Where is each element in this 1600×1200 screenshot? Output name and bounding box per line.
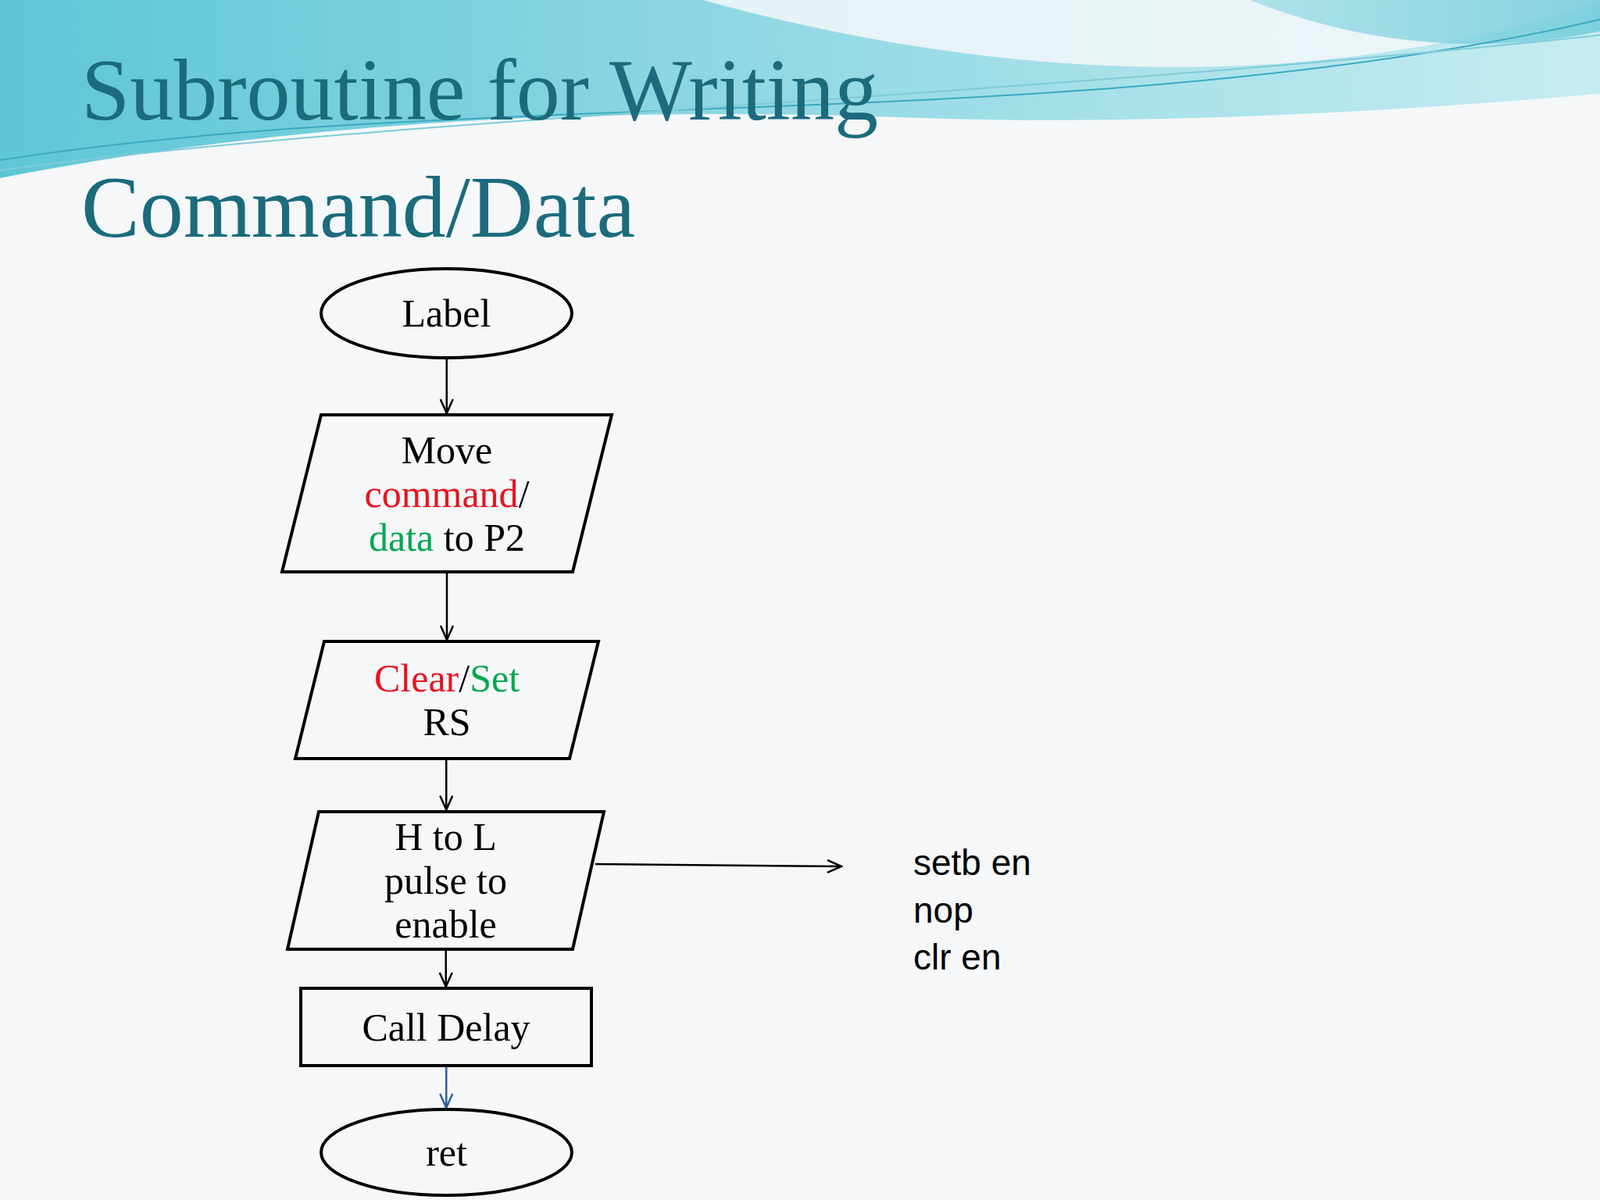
node-text-box: Movecommand/datato P2 (327, 413, 567, 574)
node-label: data (368, 515, 434, 560)
leader-arrow (595, 864, 842, 867)
code-line: setb en (913, 839, 1032, 886)
node-label: / (518, 471, 530, 516)
text-line: Clear/Set (374, 656, 520, 700)
flow-arrow (446, 573, 449, 640)
text-line: ret (425, 1130, 468, 1175)
code-line: nop (913, 886, 974, 934)
flow-arrow (445, 760, 448, 811)
node-label: H to L pulse to enable (384, 814, 508, 947)
text-line: datato P2 (364, 515, 529, 560)
node-label: command (364, 471, 518, 516)
ellipse-outline (321, 268, 572, 358)
wave-strip (1250, 0, 1600, 44)
node-text: Clear/SetRS (374, 656, 520, 744)
flow-arrow (445, 950, 448, 988)
node-text: Movecommand/datato P2 (364, 428, 529, 560)
terminal-ellipse: Label (319, 267, 574, 360)
node-label: Move (401, 428, 493, 472)
io-parallelogram: Movecommand/datato P2 (280, 413, 614, 574)
parallelogram-outline (282, 414, 612, 572)
text-line: Move (364, 428, 529, 472)
text-line: H to L pulse to enable (364, 814, 529, 947)
node-label: / (458, 656, 470, 700)
io-parallelogram: Clear/SetRS (293, 639, 600, 761)
node-label: Set (469, 656, 520, 700)
node-text-box: Call Delay (311, 986, 581, 1068)
io-parallelogram: H to L pulse to enable (285, 810, 606, 951)
node-text-box: Clear/SetRS (331, 639, 563, 761)
text-line: Label (402, 291, 492, 336)
code-line: clr en (913, 933, 1001, 981)
node-label: to P2 (443, 515, 525, 560)
rect-outline (300, 988, 592, 1066)
node-label: ret (425, 1130, 468, 1175)
parallelogram-outline (295, 641, 599, 759)
text-line: Call Delay (361, 1005, 530, 1050)
flow-arrow (445, 1067, 448, 1108)
node-label: Label (402, 291, 492, 336)
node-label: Call Delay (361, 1005, 530, 1050)
ellipse-outline (321, 1109, 572, 1196)
node-label: RS (422, 700, 471, 744)
parallelogram-outline (287, 811, 604, 950)
slide-title: Subroutine for Writing Command/Data (81, 31, 1066, 266)
text-line: command/ (364, 471, 529, 516)
node-text: H to L pulse to enable (364, 814, 529, 947)
node-text-box: Label (350, 267, 543, 360)
node-text: Call Delay (361, 1005, 530, 1050)
text-line: RS (374, 700, 520, 744)
terminal-ellipse: ret (319, 1107, 574, 1197)
node-label: Clear (374, 656, 459, 700)
process-box: Call Delay (299, 986, 593, 1068)
node-text-box: ret (350, 1107, 543, 1197)
node-text-box: H to L pulse to enable (326, 810, 565, 951)
flow-arrow (446, 359, 449, 414)
node-text: ret (425, 1130, 468, 1175)
node-text: Label (402, 291, 492, 336)
